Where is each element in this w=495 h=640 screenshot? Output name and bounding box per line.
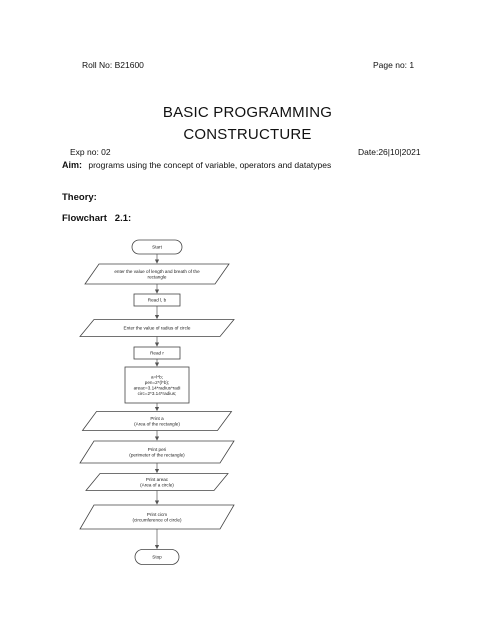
flowchart-shape-print_areac <box>85 473 229 491</box>
flowchart-shape-read_r <box>133 346 181 360</box>
flowchart-node-print_a: Print a(Area of the rectangle) <box>81 411 233 431</box>
flowchart-node-read_lb: Read l, b <box>133 293 181 307</box>
flowchart-text-compute-3: circ=2*3.14*radius; <box>138 391 177 396</box>
flowchart-text-compute-2: areac=3.14*radius*radi <box>134 386 181 391</box>
aim-section: Aim: programs using the concept of varia… <box>62 160 331 170</box>
flowchart-shape-start <box>131 239 183 255</box>
flowchart-shape-print_peri <box>79 440 235 464</box>
flowchart-node-print_peri: Print peri(perimeter of the rectangle) <box>79 440 235 464</box>
flowchart-node-compute: a=l*b;pen=2*(l*b);areac=3.14*radius*radi… <box>124 366 190 404</box>
flowchart-text-read_lb-0: Read l, b <box>148 298 167 303</box>
flowchart-text-stop-0: Stop <box>152 555 162 560</box>
page-number: Page no: 1 <box>373 60 415 70</box>
flowchart-text-print_circ-1: (circumference of circle) <box>132 518 181 523</box>
flowchart-text-compute-1: pen=2*(l*b); <box>145 380 169 385</box>
flowchart-text-input_r-0: Enter the value of radius of circle <box>124 326 191 331</box>
flowchart-shape-input_r <box>79 319 235 337</box>
flowchart-text-print_peri-0: Print peri <box>148 447 166 452</box>
aim-label: Aim: <box>62 160 82 170</box>
flowchart-node-print_circ: Print cicm(circumference of circle) <box>79 504 235 530</box>
aim-text: programs using the concept of variable, … <box>88 160 332 170</box>
flowchart-node-read_r: Read r <box>133 346 181 360</box>
theory-heading: Theory: <box>62 192 97 203</box>
flowchart-text-print_a-1: (Area of the rectangle) <box>134 422 180 427</box>
flowchart-shape-stop <box>134 549 180 565</box>
flowchart-shape-print_circ <box>79 504 235 530</box>
flowchart-node-start: Start <box>131 239 183 255</box>
roll-number: Roll No: B21600 <box>82 60 144 70</box>
page-title-line-2: CONSTRUCTURE <box>183 126 312 143</box>
flowchart-node-print_areac: Print areac(Area of a circle) <box>85 473 229 491</box>
flowchart-shape-read_lb <box>133 293 181 307</box>
flowchart-heading: Flowchart 2.1: <box>62 213 132 224</box>
experiment-number: Exp no: 02 <box>70 147 111 157</box>
flowchart-text-print_areac-1: (Area of a circle) <box>140 483 174 488</box>
flowchart-shape-input_lb <box>84 263 230 285</box>
flowchart-node-stop: Stop <box>134 549 180 565</box>
flowchart-text-print_areac-0: Print areac <box>146 477 169 482</box>
flowchart-text-print_a-0: Print a <box>150 416 164 421</box>
page-title-line-1: BASIC PROGRAMMING <box>162 104 333 121</box>
flowchart-text-print_circ-0: Print cicm <box>147 512 167 517</box>
flowchart-text-compute-0: a=l*b; <box>151 374 163 379</box>
flowchart-text-start-0: Start <box>152 245 162 250</box>
flowchart-node-input_r: Enter the value of radius of circle <box>79 319 235 337</box>
flowchart-node-input_lb: enter the value of length and breath of … <box>84 263 230 285</box>
flowchart-text-input_lb-1: rectangle <box>148 275 167 280</box>
flowchart-nodes: Start enter the value of length and breat… <box>79 239 235 565</box>
flowchart-text-print_peri-1: (perimeter of the rectangle) <box>129 453 185 458</box>
flowchart-shape-print_a <box>81 411 233 431</box>
flowchart-shape-compute <box>124 366 190 404</box>
flowchart-text-read_r-0: Read r <box>150 351 164 356</box>
flowchart-text-input_lb-0: enter the value of length and breath of … <box>114 269 200 274</box>
experiment-date: Date:26|10|2021 <box>358 147 421 157</box>
